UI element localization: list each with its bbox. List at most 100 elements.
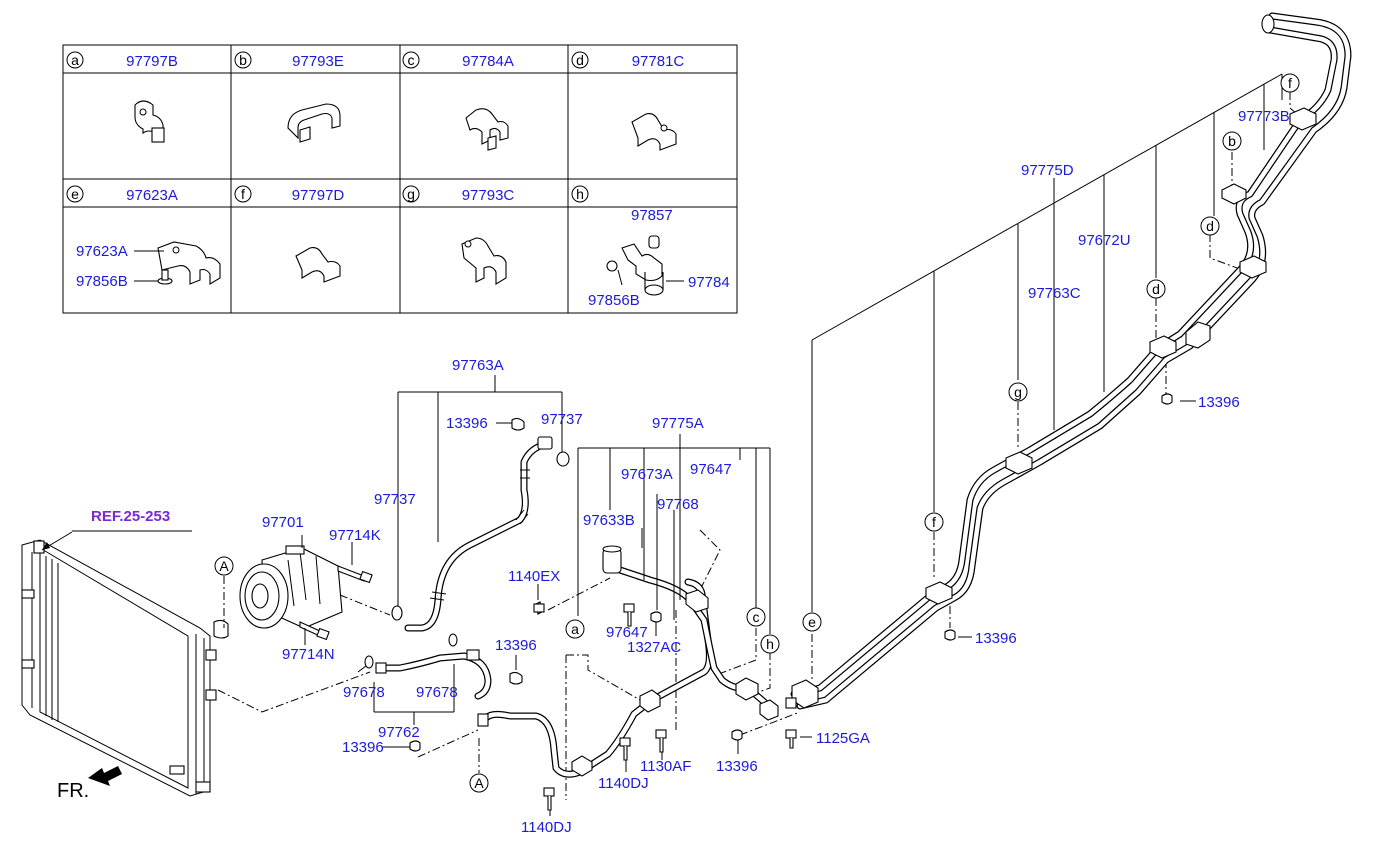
table-cell-f: f 97797D bbox=[234, 185, 345, 204]
compressor: 97701 bbox=[239, 514, 343, 629]
cell-letter: b bbox=[239, 52, 247, 68]
svg-text:c: c bbox=[753, 609, 760, 625]
label-97763A: 97763A bbox=[452, 357, 504, 374]
callout-e: e bbox=[802, 612, 822, 632]
table-cell-c: c 97784A bbox=[402, 51, 514, 70]
compressor-bolts: 97714K 97714N bbox=[282, 527, 381, 663]
condenser: REF.25-253 bbox=[21, 508, 229, 797]
label-1140DJ-bottom: 1140DJ bbox=[521, 819, 572, 836]
suction-hose-assy: 97763A 97737 13396 97737 bbox=[374, 357, 583, 632]
label-1140DJ-right: 1140DJ bbox=[598, 775, 649, 792]
table-cell-d: d 97781C bbox=[571, 51, 685, 70]
table-cell-a: a 97797B bbox=[66, 51, 178, 70]
label-97775D: 97775D bbox=[1021, 162, 1074, 179]
rear-pipe-assy: 97775D 97672U 97763C 97773B 13396 13396 bbox=[785, 12, 1352, 710]
label-97714K: 97714K bbox=[329, 527, 381, 544]
label-97857: 97857 bbox=[631, 207, 673, 224]
discharge-hose-assy: 97678 97678 97762 13396 13396 bbox=[342, 633, 537, 756]
cell-part-number: 97623A bbox=[126, 187, 178, 204]
label-97678-left: 97678 bbox=[343, 684, 385, 701]
callout-a: a bbox=[565, 619, 585, 639]
label-97775A: 97775A bbox=[652, 415, 704, 432]
clip-a-illustration bbox=[134, 100, 165, 143]
callout-d-upper: d bbox=[1200, 216, 1220, 236]
label-1327AC: 1327AC bbox=[627, 639, 681, 656]
cell-letter: h bbox=[576, 186, 584, 202]
clip-c-illustration bbox=[465, 108, 509, 151]
cell-letter: e bbox=[71, 186, 79, 202]
clip-d-illustration bbox=[631, 113, 677, 151]
callout-A-left: A bbox=[214, 556, 234, 628]
cell-part-number: 97793C bbox=[462, 187, 515, 204]
callout-f-lower: f bbox=[924, 512, 944, 532]
label-97647-lower: 97647 bbox=[606, 624, 648, 641]
label-13396-rear-upper: 13396 bbox=[1198, 394, 1240, 411]
front-fasteners: 1140EX 97647 1327AC 1140DJ 1130AF 1140DJ… bbox=[508, 568, 870, 836]
label-97672U: 97672U bbox=[1078, 232, 1131, 249]
svg-text:d: d bbox=[1206, 218, 1214, 234]
label-97763C: 97763C bbox=[1028, 285, 1081, 302]
table-cell-b: b 97793E bbox=[234, 51, 344, 70]
label-97737-top: 97737 bbox=[541, 411, 583, 428]
callout-f-upper: f bbox=[1280, 73, 1300, 93]
label-97633B: 97633B bbox=[583, 512, 635, 529]
cell-part-number: 97797D bbox=[292, 187, 345, 204]
callout-h: h bbox=[760, 634, 780, 654]
clip-f-illustration bbox=[295, 247, 341, 283]
table-cell-g: g 97793C bbox=[402, 185, 515, 204]
label-97678-right: 97678 bbox=[416, 684, 458, 701]
label-1130AF: 1130AF bbox=[640, 758, 691, 775]
label-1125GA: 1125GA bbox=[816, 730, 870, 747]
cell-letter: d bbox=[576, 52, 584, 68]
cell-letter: a bbox=[71, 52, 79, 68]
front-direction-indicator: FR. bbox=[57, 766, 122, 802]
svg-text:f: f bbox=[1288, 75, 1292, 91]
callout-c: c bbox=[746, 607, 766, 627]
cell-letter: c bbox=[408, 52, 415, 68]
label-13396-mid: 13396 bbox=[495, 637, 537, 654]
cell-part-number: 97793E bbox=[292, 53, 344, 70]
label-13396-rear-lower: 13396 bbox=[975, 630, 1017, 647]
callout-g: g bbox=[1008, 382, 1028, 402]
label-97714N: 97714N bbox=[282, 646, 335, 663]
label-97768: 97768 bbox=[657, 496, 699, 513]
front-arrow-icon bbox=[88, 766, 122, 786]
svg-text:b: b bbox=[1228, 133, 1236, 149]
callout-d-lower: d bbox=[1146, 279, 1166, 299]
clip-b-illustration bbox=[287, 103, 341, 143]
cell-letter: f bbox=[241, 186, 245, 202]
label-97647-top: 97647 bbox=[690, 461, 732, 478]
cell-part-number: 97797B bbox=[126, 53, 178, 70]
cell-part-number: 97784A bbox=[462, 53, 514, 70]
label-97773B: 97773B bbox=[1238, 108, 1290, 125]
label-97856B: 97856B bbox=[76, 273, 128, 290]
label-97623A: 97623A bbox=[76, 243, 128, 260]
label-1140EX: 1140EX bbox=[508, 568, 560, 585]
parts-table: a 97797B b 97793E c 97784A d 97781C e 97… bbox=[62, 44, 738, 314]
label-97762: 97762 bbox=[378, 724, 420, 741]
cell-letter: g bbox=[407, 186, 415, 202]
svg-text:e: e bbox=[808, 614, 816, 630]
label-13396-lower: 13396 bbox=[342, 739, 384, 756]
callout-A-bottom: A bbox=[469, 738, 489, 793]
cell-part-number: 97781C bbox=[632, 53, 685, 70]
label-97737-left: 97737 bbox=[374, 491, 416, 508]
svg-text:d: d bbox=[1152, 281, 1160, 297]
label-97784: 97784 bbox=[688, 274, 730, 291]
label-13396-bottom: 13396 bbox=[716, 758, 758, 775]
svg-text:h: h bbox=[766, 636, 774, 652]
table-cell-h: h bbox=[571, 185, 589, 203]
callout-b: b bbox=[1222, 131, 1242, 151]
ref-label: REF.25-253 bbox=[91, 508, 170, 525]
table-cell-e: e 97623A bbox=[66, 185, 178, 204]
svg-text:A: A bbox=[219, 558, 229, 574]
front-pipe-assy: 97775A 97673A 97647 97768 97633B bbox=[477, 415, 779, 778]
svg-text:g: g bbox=[1014, 384, 1022, 400]
clip-e-illustration: 97623A 97856B bbox=[76, 241, 221, 290]
clip-g-illustration bbox=[461, 237, 507, 285]
label-97673A: 97673A bbox=[621, 466, 673, 483]
label-97701: 97701 bbox=[262, 514, 304, 531]
svg-text:A: A bbox=[474, 775, 484, 791]
clip-h-illustration: 97857 97856B 97784 bbox=[588, 207, 730, 309]
